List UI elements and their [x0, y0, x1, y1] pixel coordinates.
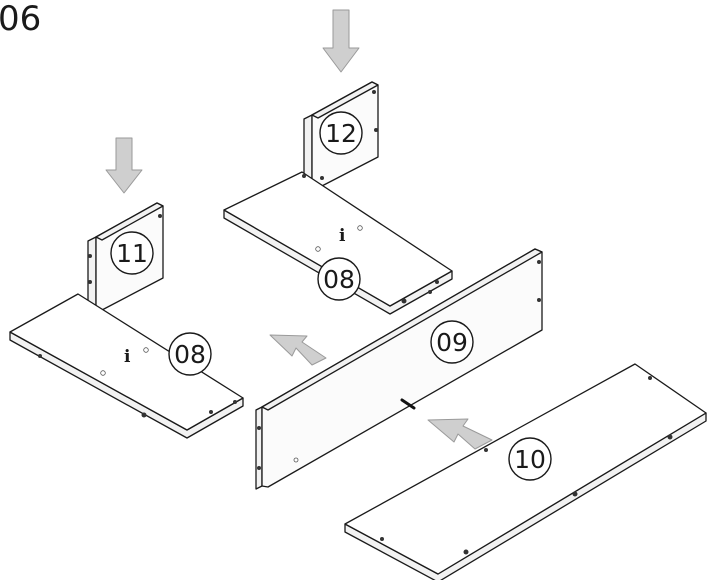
svg-text:09: 09: [436, 328, 468, 357]
callout-09: 09: [430, 320, 474, 364]
callout-08-right: 08: [317, 257, 361, 301]
arrow-down-icon: [105, 137, 143, 194]
callout-08-left: 08: [168, 332, 212, 376]
arrow-insert-icon: [269, 334, 327, 366]
arrow-insert-icon: [427, 418, 493, 450]
svg-text:11: 11: [116, 239, 148, 268]
callout-10: 10: [508, 437, 552, 481]
callout-12: 12: [319, 111, 363, 155]
callout-11: 11: [110, 231, 154, 275]
svg-text:08: 08: [323, 265, 355, 294]
info-mark: i: [124, 347, 131, 367]
info-mark: i: [339, 226, 346, 246]
svg-text:08: 08: [174, 340, 206, 369]
svg-text:10: 10: [514, 445, 546, 474]
svg-text:12: 12: [325, 119, 357, 148]
board-08-right: i: [223, 171, 453, 315]
arrow-down-icon: [322, 9, 360, 73]
panel-09: [255, 248, 543, 490]
step-number: 06: [0, 0, 41, 39]
board-08-left: i: [9, 293, 244, 439]
